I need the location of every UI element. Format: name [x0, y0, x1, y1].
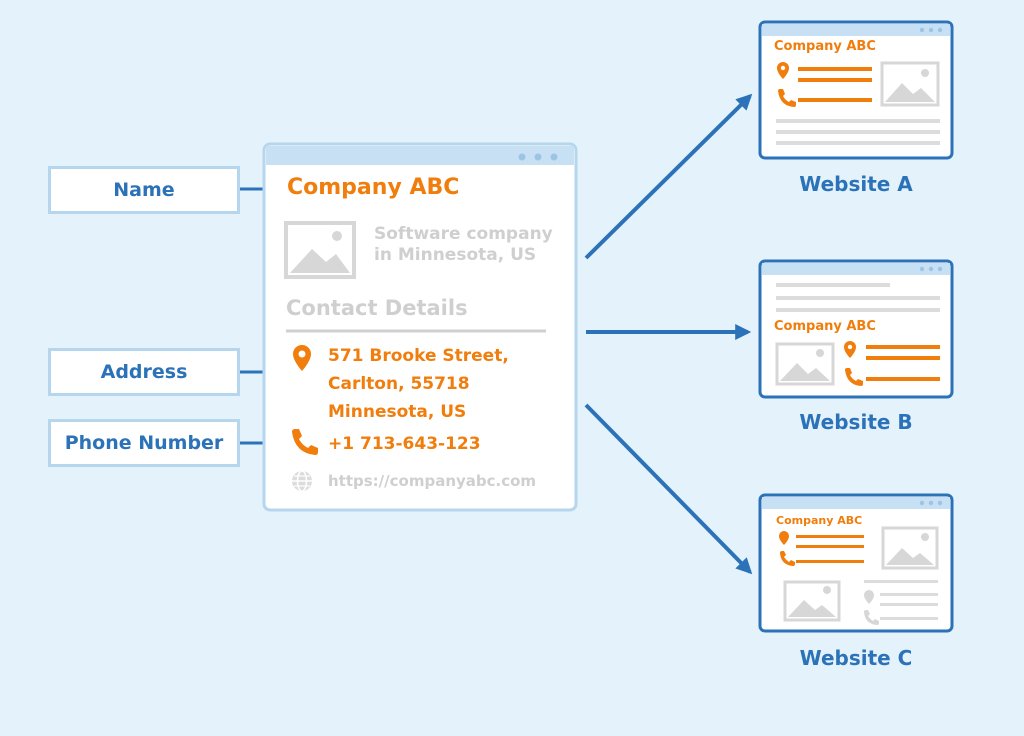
image-icon — [880, 61, 940, 107]
website-c-company: Company ABC — [776, 514, 863, 527]
image-icon — [783, 580, 841, 622]
website-b-title: Website B — [799, 410, 913, 434]
website-url: https://companyabc.com — [328, 472, 537, 490]
location-pin-icon — [293, 345, 311, 371]
website-a-title: Website A — [799, 172, 913, 196]
website-a-window — [758, 20, 954, 160]
image-icon — [881, 526, 939, 570]
address-line2: Carlton, 55718 — [328, 374, 470, 394]
business-card — [262, 142, 578, 512]
website-b-window — [758, 259, 954, 399]
image-icon — [775, 342, 835, 386]
phone-icon — [780, 551, 795, 566]
address-line3: Minnesota, US — [328, 402, 467, 422]
company-name: Company ABC — [287, 175, 460, 200]
company-image-icon — [284, 221, 356, 279]
phone-icon — [864, 610, 879, 625]
phone-icon — [778, 89, 796, 107]
phone-icon — [292, 429, 318, 455]
address-label: Address — [48, 348, 240, 396]
location-pin-icon — [777, 62, 789, 79]
company-description-line1: Software company — [374, 224, 553, 244]
website-a-company: Company ABC — [774, 39, 876, 54]
website-b-company: Company ABC — [774, 319, 876, 334]
location-pin-icon — [779, 531, 789, 545]
globe-icon — [292, 470, 312, 492]
website-c-window — [758, 493, 954, 633]
website-c-title: Website C — [799, 646, 913, 670]
location-pin-icon — [844, 341, 856, 358]
location-pin-icon — [864, 590, 874, 604]
flow-arrows — [584, 93, 753, 575]
phone-number: +1 713-643-123 — [328, 434, 481, 454]
address-line1: 571 Brooke Street, — [328, 346, 509, 366]
contact-details-heading: Contact Details — [286, 296, 468, 320]
phone-icon — [845, 368, 863, 386]
phone-number-label: Phone Number — [48, 419, 240, 467]
name-label: Name — [48, 166, 240, 214]
company-description-line2: in Minnesota, US — [374, 245, 537, 265]
